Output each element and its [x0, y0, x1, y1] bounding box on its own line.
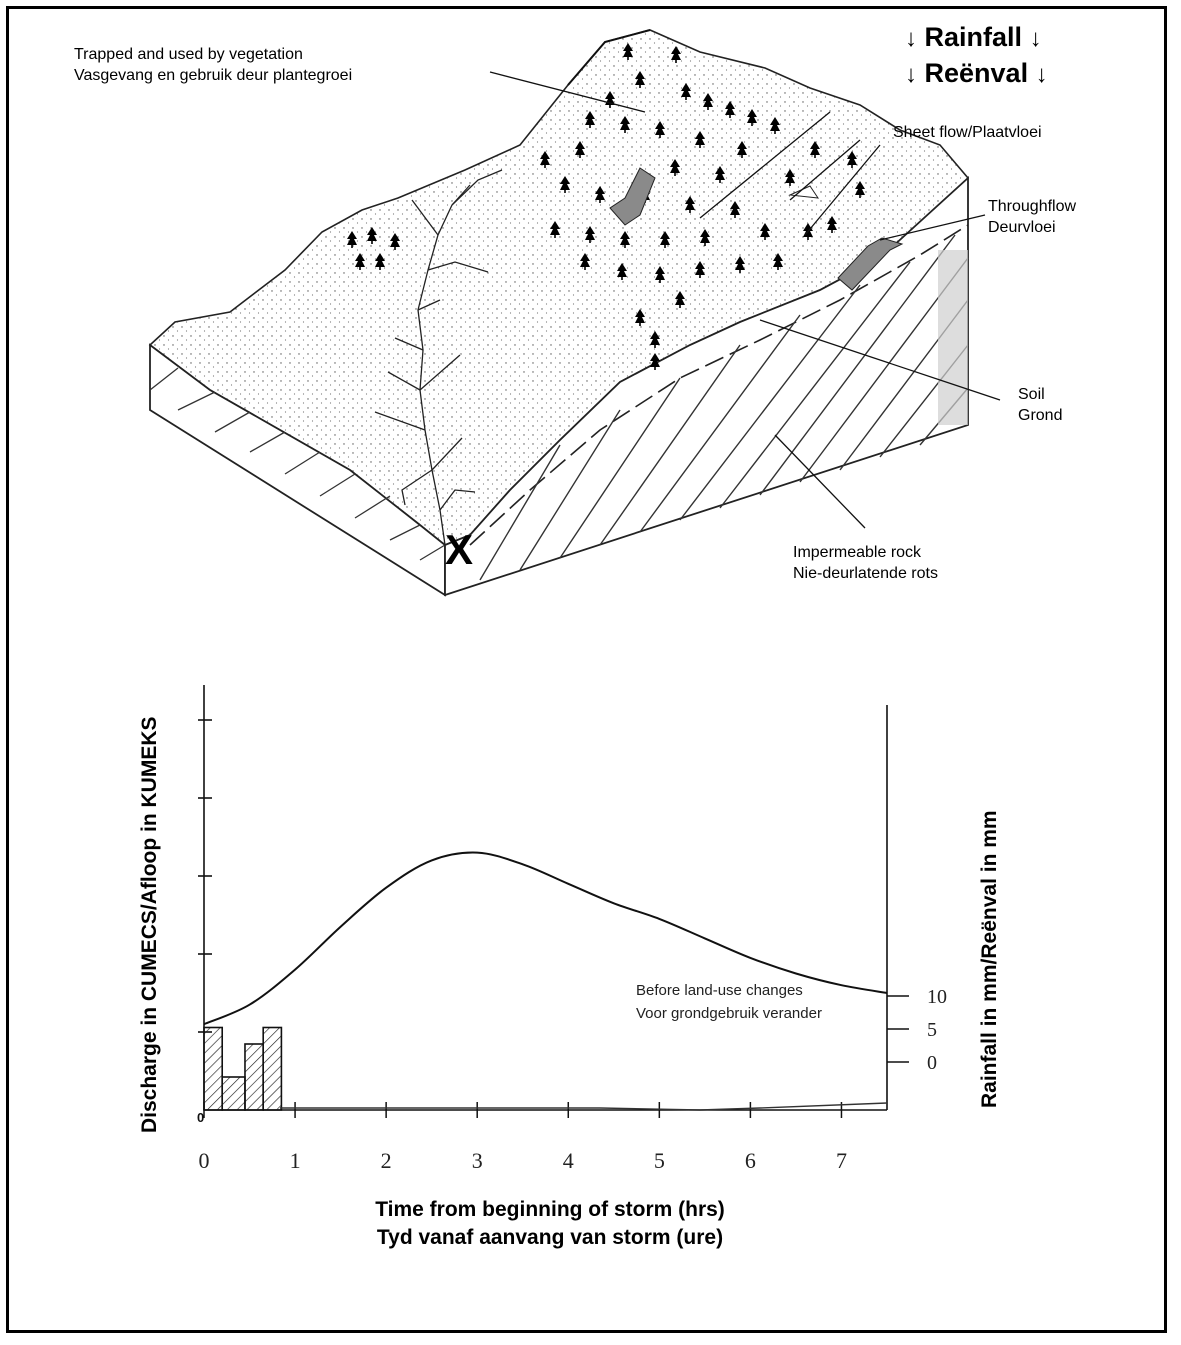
rainfall-bar-4 [262, 1026, 283, 1111]
rainfall-bar-1 [203, 1026, 224, 1111]
x-tick-label-5: 5 [654, 1148, 665, 1173]
rainfall-tick-label-5: 5 [927, 1019, 937, 1041]
outlet-marker: X [445, 526, 474, 573]
rainfall-bar-3 [244, 1043, 264, 1111]
vegetation-label: Trapped and used by vegetation Vasgevang… [74, 44, 352, 86]
x-tick-label-7: 7 [836, 1148, 847, 1173]
rock-label: Impermeable rock Nie-deurlatende rots [793, 542, 938, 584]
landscape-diagram [148, 29, 1001, 597]
x-tick-label-4: 4 [563, 1148, 574, 1173]
x-tick-label-2: 2 [381, 1148, 392, 1173]
y-axis-right-label: Rainfall in mm/Reënval in mm [978, 810, 1001, 1108]
rock-label-en: Impermeable rock [793, 544, 922, 561]
x-axis-title-af: Tyd vanaf aanvang van storm (ure) [376, 1226, 724, 1249]
down-arrow-icon: ↓ [905, 61, 917, 88]
rainfall-text-en: Rainfall [924, 22, 1023, 52]
sheet-flow-arrow [609, 167, 656, 226]
soil-label-af: Grond [1018, 407, 1063, 424]
throughflow-arrow [837, 237, 904, 291]
x-tick-label-3: 3 [472, 1148, 483, 1173]
throughflow-label: Throughflow Deurvloei [988, 196, 1076, 238]
annotation-line-2: Voor grondgebruik verander [636, 1005, 822, 1022]
down-arrow-icon: ↓ [905, 25, 917, 52]
annotation-line-1: Before land-use changes [636, 982, 803, 999]
vegetation-label-en: Trapped and used by vegetation [74, 46, 303, 63]
vegetation-label-af: Vasgevang en gebruik deur plantegroei [74, 67, 353, 84]
rock-label-af: Nie-deurlatende rots [793, 565, 938, 582]
throughflow-label-en: Throughflow [988, 198, 1077, 215]
x-axis-title-en: Time from beginning of storm (hrs) [375, 1198, 725, 1221]
down-arrow-icon: ↓ [1035, 61, 1048, 88]
stream-network [374, 169, 503, 546]
x-tick-label-0: 0 [199, 1148, 210, 1173]
rainfall-tick-label-10: 10 [927, 986, 947, 1008]
left-tick-label-0: 0 [197, 1110, 204, 1125]
x-tick-label-6: 6 [745, 1148, 756, 1173]
down-arrow-icon: ↓ [1029, 25, 1042, 52]
soil-boundary [469, 224, 969, 546]
hydrograph-line [203, 851, 888, 1026]
throughflow-label-af: Deurvloei [988, 219, 1056, 236]
rainfall-header: ↓ Rainfall ↓ ↓ Reënval ↓ [905, 20, 1048, 92]
rainfall-line-af: ↓ Reënval ↓ [905, 56, 1048, 92]
y-axis-left-label: Discharge in CUMECS/Afloop in KUMEKS [138, 716, 161, 1133]
soil-label: Soil Grond [1018, 384, 1062, 426]
x-axis-title: Time from beginning of storm (hrs) Tyd v… [270, 1196, 830, 1252]
x-tick-label-1: 1 [290, 1148, 301, 1173]
baseline-drift [280, 1102, 888, 1111]
rainfall-text-af: Reënval [924, 58, 1029, 88]
rainfall-bar-2 [221, 1076, 246, 1111]
sheet-flow-label: Sheet flow/Plaatvloei [893, 124, 1042, 141]
rainfall-line-en: ↓ Rainfall ↓ [905, 20, 1048, 56]
soil-label-en: Soil [1018, 386, 1045, 403]
rainfall-tick-label-0: 0 [927, 1052, 937, 1074]
figure-frame [6, 6, 1167, 1333]
